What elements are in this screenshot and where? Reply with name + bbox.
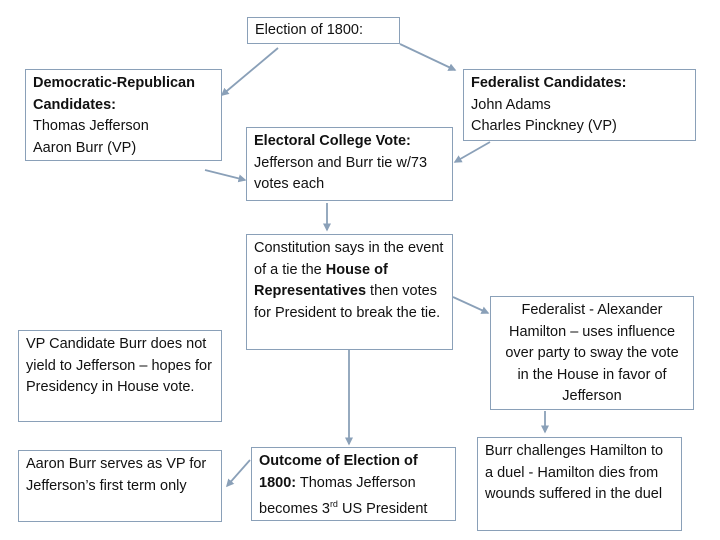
democratic-candidate-1: Thomas Jefferson [33, 118, 149, 134]
hamilton-text: Federalist - Alexander Hamilton – uses i… [505, 302, 679, 404]
duel-text: Burr challenges Hamilton to a duel - Ham… [485, 443, 664, 502]
burr-serves-text: Aaron Burr serves as VP for Jefferson’s … [26, 456, 207, 494]
outcome-text-pre: Thomas Jefferson becomes 3 [259, 474, 416, 517]
duel-box: Burr challenges Hamilton to a duel - Ham… [477, 437, 682, 531]
constitution-box: Constitution says in the event of a tie … [246, 234, 453, 350]
burr-vp-box: VP Candidate Burr does not yield to Jeff… [18, 330, 222, 422]
connector-outcome-to-burr-serves [226, 459, 251, 488]
burr-vp-text: VP Candidate Burr does not yield to Jeff… [26, 336, 212, 395]
democratic-candidate-2: Aaron Burr (VP) [33, 139, 137, 156]
outcome-superscript: rd [329, 499, 338, 509]
title-box: Election of 1800: [247, 17, 400, 44]
connector-title-to-democratic [220, 47, 279, 96]
democratic-republican-box: Democratic-Republican Candidates: Thomas… [25, 69, 222, 161]
constitution-text-pre: Constitution says in the event of a tie … [254, 240, 444, 278]
connector-constitution-to-hamilton [452, 296, 490, 314]
electoral-heading: Electoral College Vote: [254, 133, 411, 149]
electoral-vote-box: Electoral College Vote: Jefferson and Bu… [246, 127, 453, 201]
burr-serves-box: Aaron Burr serves as VP for Jefferson’s … [18, 450, 222, 522]
connector-democratic-to-electoral [204, 169, 247, 183]
federalist-box: Federalist Candidates: John Adams Charle… [463, 69, 696, 141]
title-text: Election of 1800: [255, 22, 364, 38]
connector-federalist-to-electoral [453, 141, 491, 163]
democratic-heading: Democratic-Republican Candidates: [33, 75, 195, 113]
federalist-candidate-1: John Adams [471, 96, 551, 113]
federalist-heading: Federalist Candidates: [471, 75, 627, 91]
constitution-text-post: then votes for President to break the ti… [254, 283, 441, 321]
outcome-text-post: US President [337, 500, 428, 517]
electoral-text: Jefferson and Burr tie w/73 votes each [254, 154, 428, 193]
hamilton-box: Federalist - Alexander Hamilton – uses i… [490, 296, 694, 410]
outcome-box: Outcome of Election of 1800: Thomas Jeff… [251, 447, 456, 521]
outcome-heading: Outcome of Election of 1800: [259, 453, 418, 491]
connector-title-to-federalist [399, 43, 457, 71]
federalist-candidate-2: Charles Pinckney (VP) [471, 118, 617, 134]
constitution-text-bold: House of Representatives [254, 261, 388, 300]
